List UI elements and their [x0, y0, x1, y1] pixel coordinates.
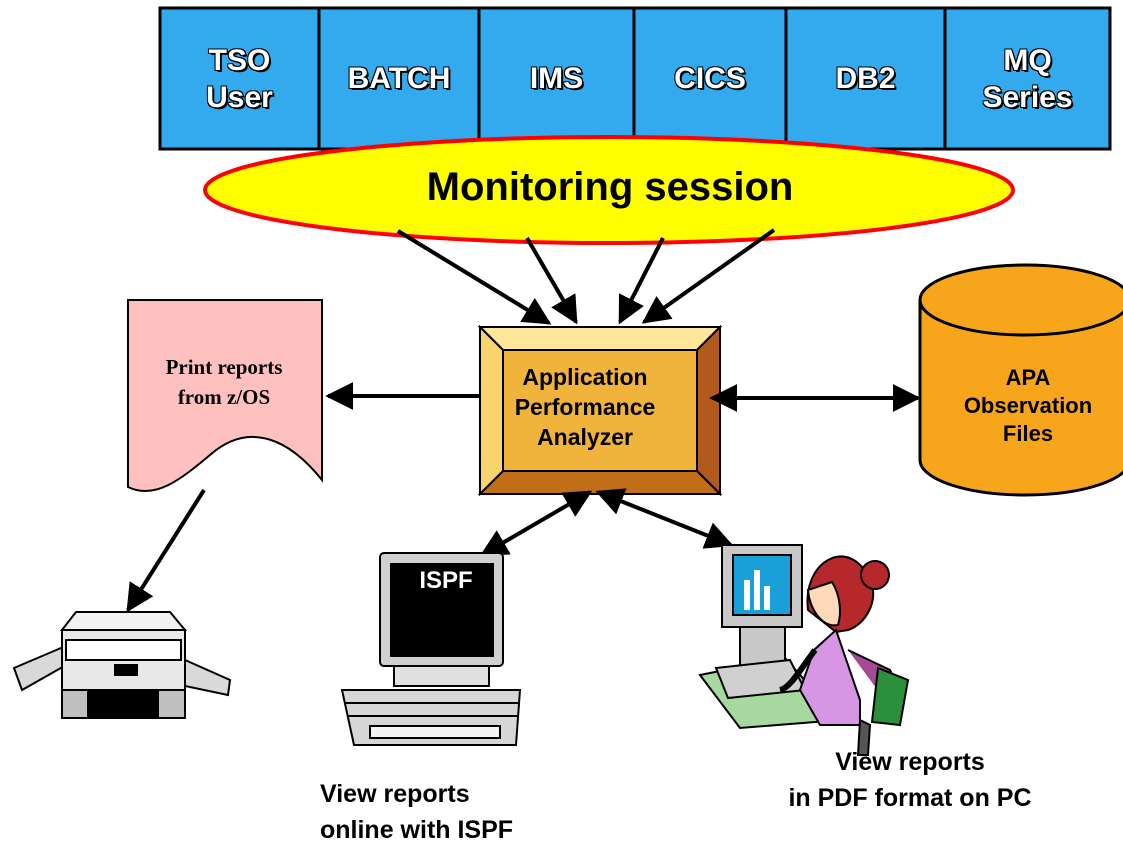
print-report-page — [127, 299, 323, 492]
arrow-apa-ispf — [479, 490, 593, 557]
environment-tso-user: TSO User — [206, 43, 273, 114]
terminal-icon — [340, 552, 522, 746]
environment-bar — [158, 6, 1112, 151]
environment-cics: CICS — [674, 62, 746, 95]
printer-icon — [12, 611, 232, 719]
ispf-screen-label: ISPF — [419, 567, 473, 594]
print-reports-label: Print reports from z/OS — [165, 355, 283, 409]
environment-ims: IMS — [529, 62, 584, 95]
apa-box — [477, 324, 723, 497]
arrow-print-to-printer — [126, 488, 206, 613]
environment-batch: BATCH — [347, 62, 451, 95]
apa-label: Application Performance Analyzer — [514, 364, 656, 450]
observation-files-cylinder — [918, 263, 1123, 497]
monitoring-session-ellipse — [203, 135, 1015, 245]
environment-db2: DB2 — [835, 62, 896, 95]
pc-user-icon — [698, 544, 910, 756]
environment-mq-series: MQ Series — [982, 43, 1073, 114]
session-arrows — [396, 228, 776, 325]
observation-files-label: APA Observation Files — [963, 365, 1093, 446]
caption-pdf: View reports in PDF format on PC — [788, 748, 1032, 812]
arrow-apa-pc — [595, 488, 734, 549]
caption-ispf: View reports online with ISPF — [320, 780, 514, 844]
monitoring-session-label: Monitoring session — [426, 165, 794, 209]
